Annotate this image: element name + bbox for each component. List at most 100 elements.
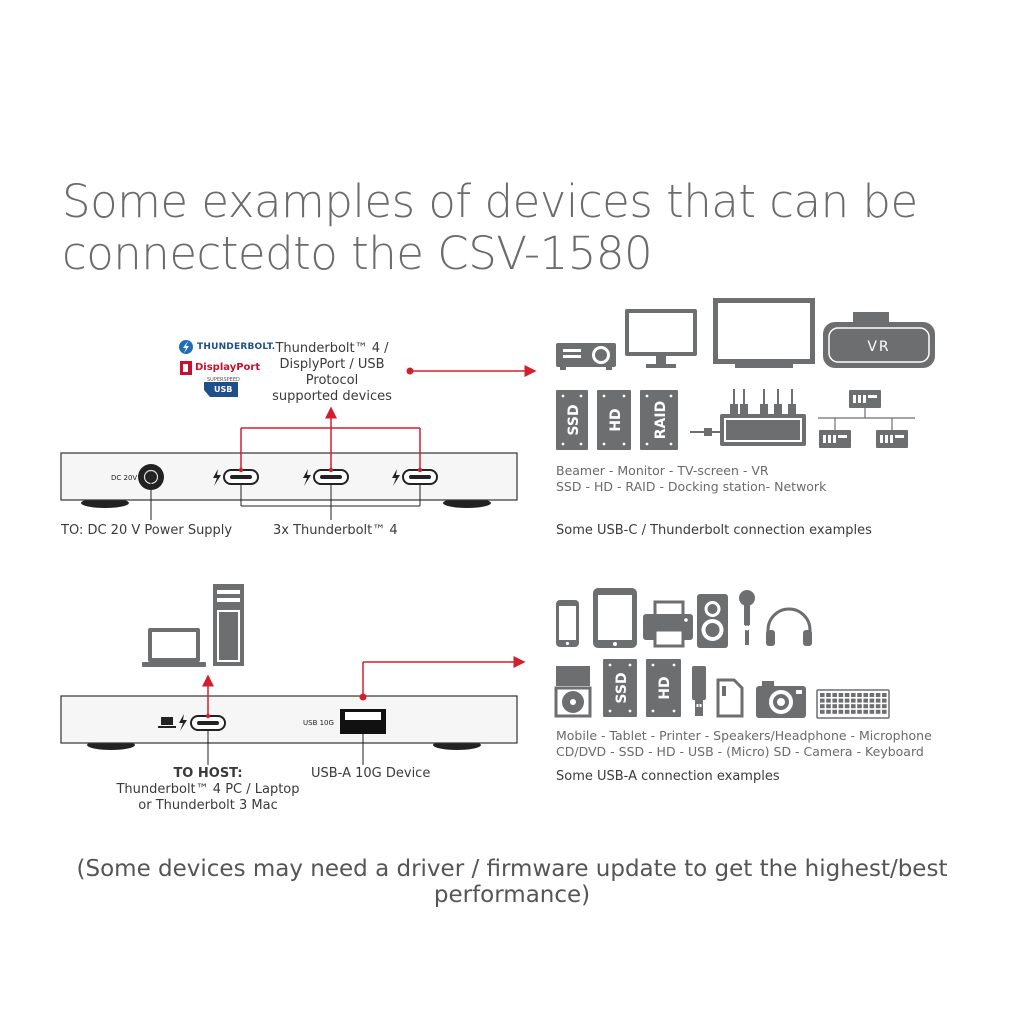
bottom-device-list: Mobile - Tablet - Printer - Speakers/Hea… <box>556 728 932 759</box>
keyboard-key <box>857 709 862 714</box>
keyboard-key <box>820 693 825 697</box>
top-device-list-line-1: Beamer - Monitor - TV-screen - VR <box>556 463 769 478</box>
keyboard-key <box>826 709 831 714</box>
vr-label: VR <box>867 339 890 355</box>
keyboard-key <box>820 698 825 703</box>
keyboard-key <box>875 698 881 703</box>
dc-20v-label: DC 20V <box>111 474 137 482</box>
title-line-1: Some examples of devices that can be <box>62 175 918 228</box>
keyboard-key <box>869 704 875 709</box>
protocol-line-4: supported devices <box>272 389 392 404</box>
hd-label-top: HD <box>608 408 624 431</box>
host-caption-line-2: or Thunderbolt 3 Mac <box>138 798 278 813</box>
thunderbolt-bolt-icon <box>392 469 400 486</box>
raid-icon <box>640 390 678 450</box>
keyboard-key <box>882 693 887 697</box>
bottom-device-list-line-1: Mobile - Tablet - Printer - Speakers/Hea… <box>556 728 932 743</box>
keyboard-key <box>863 704 868 709</box>
usb-a-port[interactable] <box>340 709 386 734</box>
driver-footnote: (Some devices may need a driver / firmwa… <box>76 856 948 908</box>
keyboard-icon <box>816 689 890 719</box>
usb-10g-label: USB 10G <box>303 719 334 727</box>
displayport-logo-text: DisplayPort <box>195 362 261 373</box>
ssd-label-bottom: SSD <box>614 672 630 703</box>
top-red-connector <box>238 365 537 473</box>
protocol-description: Thunderbolt™ 4 / DisplyPort / USB Protoc… <box>262 341 402 405</box>
keyboard-key <box>875 693 881 697</box>
usb-a-device-caption: USB-A 10G Device <box>311 766 431 781</box>
keyboard-key <box>875 704 881 709</box>
keyboard-key <box>863 693 868 697</box>
keyboard-key <box>882 704 887 709</box>
thunderbolt-port-2[interactable] <box>313 469 349 485</box>
thunderbolt-ports-caption: 3x Thunderbolt™ 4 <box>273 523 398 538</box>
vr-headset-icon <box>823 312 935 368</box>
keyboard-key <box>851 704 856 709</box>
keyboard-key <box>882 709 887 714</box>
usb-logo-icon <box>204 382 238 397</box>
keyboard-key <box>838 709 844 714</box>
keyboard-key <box>869 709 875 714</box>
hd-icon <box>597 390 631 450</box>
hd-label-bottom: HD <box>657 676 673 699</box>
protocol-line-1: Thunderbolt™ 4 / <box>275 341 389 356</box>
svg-text:SUPERSPEED: SUPERSPEED <box>207 377 240 383</box>
keyboard-key <box>826 704 831 709</box>
hd-icon <box>646 659 681 717</box>
keyboard-key <box>844 693 850 697</box>
page-title: Some examples of devices that can be con… <box>62 176 962 280</box>
keyboard-key <box>851 709 856 714</box>
host-thunderbolt-port[interactable] <box>190 715 226 731</box>
keyboard-key <box>832 698 837 703</box>
usb-a-examples-caption: Some USB-A connection examples <box>556 769 780 784</box>
keyboard-key <box>844 704 850 709</box>
keyboard-key <box>832 693 837 697</box>
keyboard-key <box>826 693 831 697</box>
top-device-list-line-2: SSD - HD - RAID - Docking station- Netwo… <box>556 478 827 494</box>
tablet-icon <box>593 588 637 648</box>
keyboard-key <box>832 709 837 714</box>
usb-logo-text: USB <box>214 385 233 394</box>
keyboard-key <box>857 698 862 703</box>
keyboard-key <box>838 693 844 697</box>
thunderbolt-bolt-icon <box>303 469 311 486</box>
speaker-icon <box>697 594 728 648</box>
host-caption-title: TO HOST: <box>173 766 243 781</box>
raid-label-top: RAID <box>653 401 669 439</box>
keyboard-key <box>832 704 837 709</box>
keyboard-key <box>826 698 831 703</box>
keyboard-key <box>844 709 850 714</box>
laptop-icon <box>142 628 206 667</box>
desktop-tower-icon <box>213 584 244 666</box>
sd-card-icon <box>716 678 744 718</box>
keyboard-key <box>882 698 887 703</box>
top-dock-device <box>60 452 518 520</box>
keyboard-key <box>838 704 844 709</box>
keyboard-key <box>869 693 875 697</box>
keyboard-key <box>869 698 875 703</box>
keyboard-key <box>851 693 856 697</box>
usb-stick-icon <box>692 666 706 716</box>
power-supply-caption: TO: DC 20 V Power Supply <box>61 523 233 538</box>
network-icon <box>818 390 915 448</box>
camera-icon <box>756 681 806 718</box>
protocol-line-2: DisplyPort / USB <box>279 357 385 372</box>
keyboard-key <box>875 709 881 714</box>
bottom-device-list-line-2: CD/DVD - SSD - HD - USB - (Micro) SD - C… <box>556 743 924 759</box>
host-caption-line-1: Thunderbolt™ 4 PC / Laptop <box>116 782 300 797</box>
keyboard-key <box>863 709 868 714</box>
protocol-logos: SUPERSPEED <box>179 340 240 397</box>
headphone-icon <box>766 607 812 646</box>
thunderbolt-bolt-icon <box>179 714 187 731</box>
bottom-dock-device <box>60 695 518 765</box>
mobile-icon <box>556 600 579 647</box>
keyboard-key <box>863 698 868 703</box>
host-caption: TO HOST: Thunderbolt™ 4 PC / Laptop or T… <box>108 766 308 814</box>
thunderbolt-logo-text: THUNDERBOLT. <box>197 342 276 352</box>
bottom-red-connector <box>202 656 526 719</box>
host-laptop-icon <box>158 717 176 728</box>
ssd-label-top: SSD <box>566 404 582 435</box>
thunderbolt-bolt-icon <box>213 469 221 486</box>
protocol-line-3: Protocol <box>305 373 359 388</box>
